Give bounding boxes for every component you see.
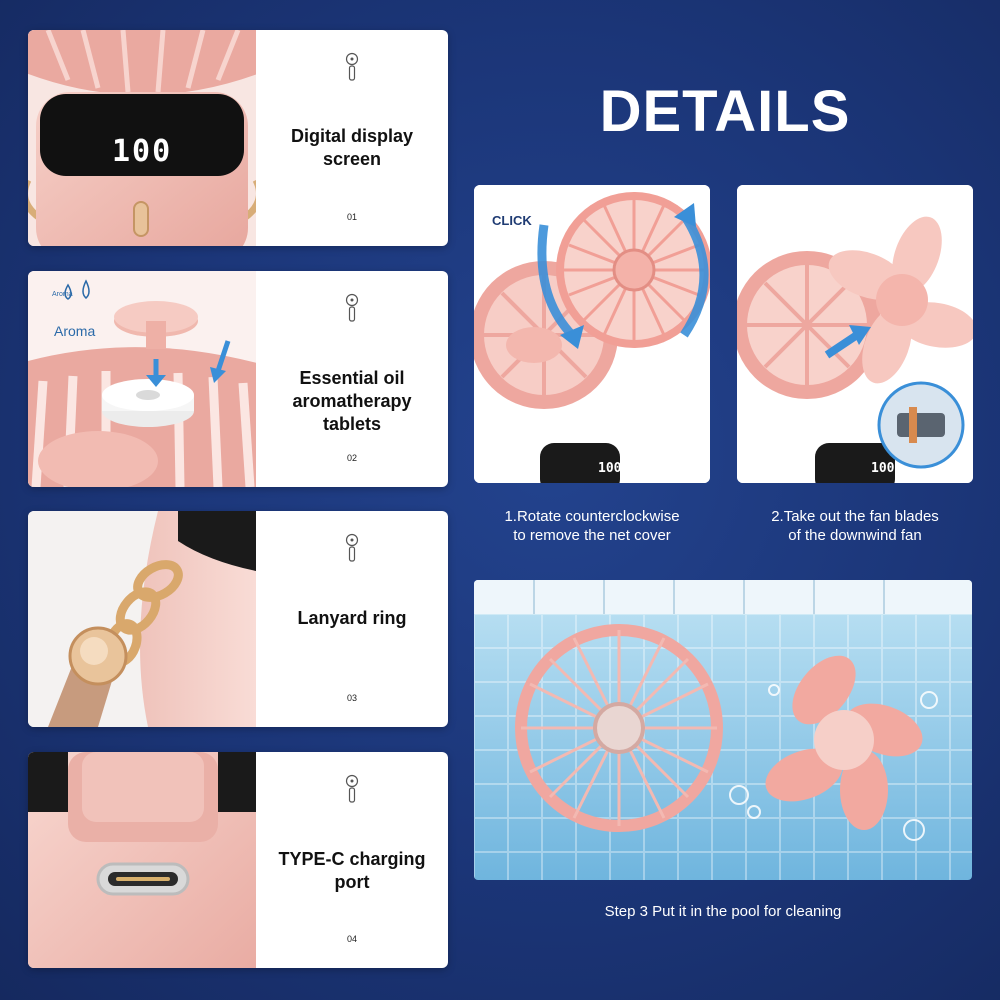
step-1-photo: CLICK 100 [474, 185, 710, 483]
feature-number: 03 [346, 693, 357, 703]
pool-cleaning-photo [474, 580, 972, 880]
click-annotation: CLICK [492, 213, 532, 228]
aroma-small-label: Aroma [52, 291, 73, 298]
lcd-readout: 100 [112, 134, 173, 169]
caption-line: 2.Take out the fan blades [771, 508, 939, 525]
lcd-readout: 100 [598, 461, 622, 476]
feature-label: Digital display screen [290, 126, 414, 169]
feature-card-aroma: Aroma Aroma Essential oil aromatherapy t… [28, 271, 448, 487]
feature-card-display: 100 Digital display screen 01 [28, 30, 448, 246]
lcd-readout: 100 [871, 461, 895, 476]
aroma-photo: Aroma Aroma [28, 271, 256, 487]
fan-silhouette-icon [345, 293, 359, 322]
feature-card-typec: TYPE-C charging port 04 [28, 752, 448, 968]
feature-number: 01 [346, 212, 357, 222]
typec-photo [28, 752, 256, 968]
aroma-label: Aroma [54, 323, 96, 339]
pool-caption: Step 3 Put it in the pool for cleaning [604, 903, 842, 920]
fan-silhouette-icon [345, 52, 359, 81]
fan-silhouette-icon [345, 533, 359, 562]
feature-label: TYPE-C charging port [278, 849, 426, 892]
feature-number: 02 [346, 453, 357, 463]
feature-label: Essential oil aromatherapy tablets [292, 368, 412, 434]
feature-label: Lanyard ring [297, 608, 407, 628]
feature-number: 04 [346, 934, 357, 944]
display-photo: 100 [28, 30, 256, 246]
caption-line: 1.Rotate counterclockwise [504, 508, 680, 525]
step-1-caption: 1.Rotate counterclockwise to remove the … [447, 507, 737, 545]
feature-card-lanyard: Lanyard ring 03 [28, 511, 448, 727]
page-title: DETAILS [599, 79, 851, 144]
step-2-photo: 100 [737, 185, 973, 483]
step-2-caption: 2.Take out the fan blades of the downwin… [710, 507, 1000, 545]
caption-line: of the downwind fan [788, 527, 922, 544]
lanyard-photo [28, 511, 256, 727]
fan-silhouette-icon [345, 774, 359, 803]
caption-line: to remove the net cover [513, 527, 671, 544]
